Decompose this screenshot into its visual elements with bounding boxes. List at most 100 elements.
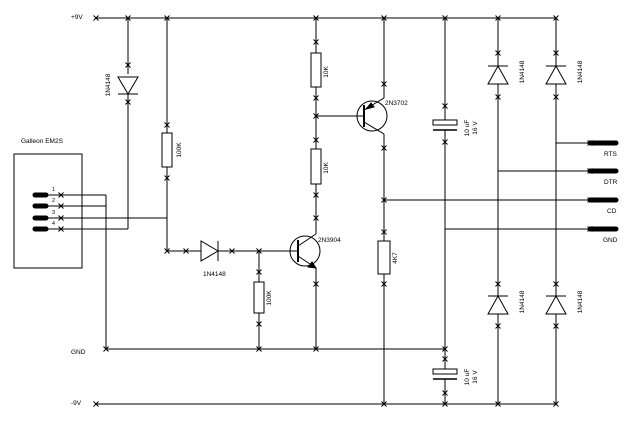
connector-pin-label-2: 2 [52,198,55,204]
junction-mark-stroke [381,81,387,87]
junction-mark-stroke [495,401,501,407]
junction-mark-stroke [313,15,319,21]
junction-mark-stroke [442,356,448,362]
resistor-4k7-label: 4K7 [392,252,399,264]
junction-mark-stroke [256,269,262,275]
junction-mark-stroke [125,15,131,21]
rail-label-neg9v: -9V [71,400,82,407]
diode-base: 1N4148 [167,240,298,278]
junction-mark-stroke [495,281,501,287]
connector-pin-label-3: 3 [52,210,55,216]
junction-mark-stroke [587,226,593,232]
junction-mark-stroke [442,401,448,407]
junction-mark-stroke [125,99,131,105]
junction-mark-stroke [587,197,593,203]
resistor-base-top-label: 100K [176,142,183,158]
junction-mark-stroke [58,203,64,209]
junction-mark-stroke [442,346,448,352]
connector-galleon-em2s: Galleon EM2S 1 2 3 4 [13,138,167,269]
junction-mark-stroke [381,197,387,203]
junction-mark-stroke [93,401,99,407]
diode-left: 1N4148 [105,18,139,229]
junction-mark-stroke [553,15,559,21]
junction-mark-stroke [495,50,501,56]
junction-mark-stroke [164,15,170,21]
junction-mark-stroke [58,226,64,232]
resistor-4k7: 4K7 [377,240,399,404]
diode-top-left-label: 1N4148 [519,60,526,83]
junction-mark-stroke [313,346,319,352]
diode-bottom-left: 1N4148 [487,290,526,404]
capacitor-bottom-value: 10 uF [464,369,471,386]
junction-mark-stroke [442,103,448,109]
junction-mark-stroke [164,175,170,181]
junction-mark-stroke [58,215,64,221]
output-dtr: DTR [498,168,619,186]
junction-mark-stroke [553,50,559,56]
junction-mark-stroke [495,94,501,100]
junction-mark-stroke [58,192,64,198]
junction-mark-stroke [381,401,387,407]
junction-mark-stroke [183,248,189,254]
capacitor-top: 10 uF 16 V [432,18,479,349]
resistor-10k-top-label: 10K [323,66,330,78]
junction-mark-stroke [553,94,559,100]
transistor-pnp-label: 2N3702 [385,100,408,107]
resistor-10k-bottom: 10K [310,148,330,226]
transistor-npn-label: 2N3904 [318,237,341,244]
output-label-gnd: GND [603,237,618,244]
diode-bottom-right-label: 1N4148 [577,290,584,313]
junction-mark-stroke [256,321,262,327]
junction-mark-stroke [313,39,319,45]
resistor-base-bottom-label: 100K [266,290,273,306]
diode-top-right-label: 1N4148 [577,60,584,83]
junction-mark-stroke [442,15,448,21]
junction-mark-stroke [313,281,319,287]
junction-mark-stroke [229,248,235,254]
junction-mark-stroke [103,346,109,352]
junction-mark-stroke [381,145,387,151]
resistor-base-bottom: 100K [253,251,273,349]
diode-top-left: 1N4148 [487,18,526,296]
junction-mark-stroke [164,248,170,254]
junction-mark-stroke [381,281,387,287]
junction-mark-stroke [381,15,387,21]
rail-wires [96,17,556,405]
junction-mark-stroke [256,346,262,352]
junction-mark-stroke [93,15,99,21]
transistor-pnp: 2N3702 [316,18,408,241]
output-label-rts: RTS [604,151,618,158]
capacitor-bottom-voltage: 16 V [472,370,479,384]
junction-mark-stroke [495,15,501,21]
junction-mark-stroke [313,192,319,198]
output-cd: CD [384,197,619,215]
junction-mark-stroke [313,95,319,101]
junction-mark-stroke [313,137,319,143]
junction-mark-stroke [381,229,387,235]
output-label-dtr: DTR [604,179,618,186]
output-label-cd: CD [607,208,617,215]
junction-mark-stroke [587,140,593,146]
junction-mark-stroke [553,323,559,329]
capacitor-bottom: 10 uF 16 V [432,349,479,404]
junction-mark-stroke [442,139,448,145]
junction-mark-stroke [164,122,170,128]
rail-label-pos9v: +9V [71,14,83,21]
diode-bottom-left-label: 1N4148 [519,290,526,313]
junction-mark-stroke [442,390,448,396]
transistor-npn: 2N3904 [289,226,341,349]
output-gnd: GND [445,226,619,244]
junction-mark-stroke [587,168,593,174]
junction-mark-stroke [125,62,131,68]
resistor-10k-bottom-label: 10K [323,162,330,174]
connector-pin-label-4: 4 [52,221,55,227]
resistor-base-top: 100K [161,18,183,251]
junction-mark-stroke [313,113,319,119]
capacitor-top-voltage: 16 V [472,121,479,135]
junction-mark-stroke [313,215,319,221]
diode-top-right: 1N4148 [545,18,584,296]
connector-title: Galleon EM2S [21,138,64,145]
junction-mark-stroke [495,323,501,329]
junction-mark-stroke [553,401,559,407]
